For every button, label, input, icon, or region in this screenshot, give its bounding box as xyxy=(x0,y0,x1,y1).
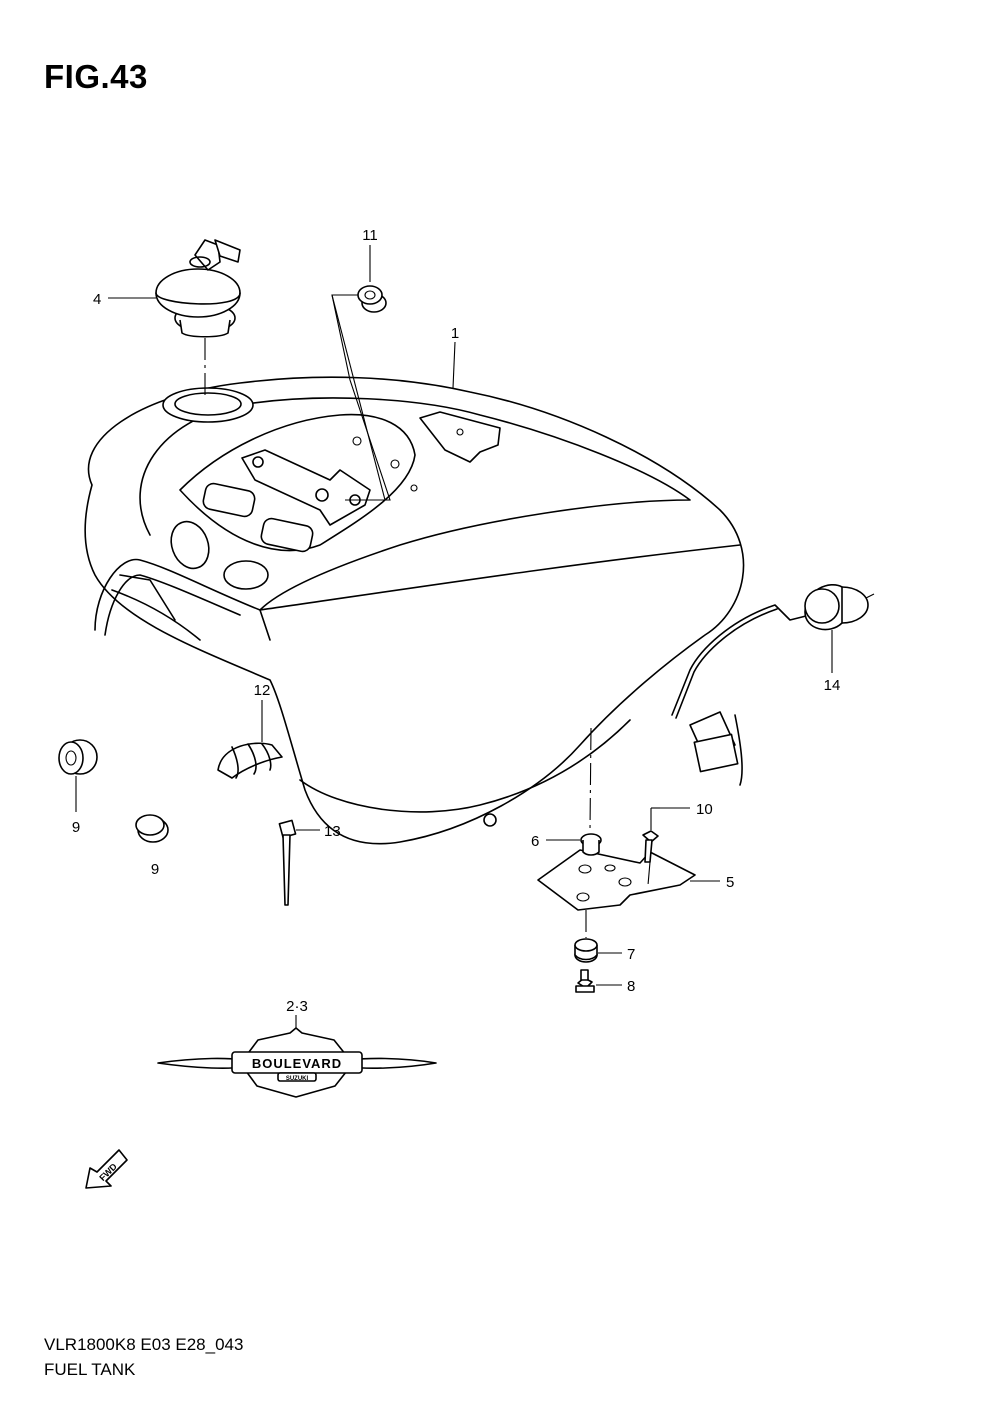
emblem-text: BOULEVARD xyxy=(252,1056,342,1071)
boulevard-emblem: BOULEVARD SUZUKI xyxy=(157,1027,437,1098)
drawing-code: VLR1800K8 E03 E28_043 xyxy=(44,1335,244,1354)
callout-1: 1 xyxy=(451,325,459,342)
leader-lines xyxy=(75,245,833,1028)
callout-9a: 9 xyxy=(72,819,80,836)
fuel-cap xyxy=(155,239,241,338)
drawing-name: FUEL TANK xyxy=(44,1360,136,1379)
tie-wrap-13 xyxy=(278,819,297,906)
forward-direction-arrow: FWD xyxy=(85,1149,128,1189)
callout-2-3: 2·3 xyxy=(286,998,308,1015)
fuel-tank xyxy=(84,376,745,845)
bolt-10 xyxy=(642,830,659,863)
callout-6: 6 xyxy=(531,833,539,850)
bracket-5 xyxy=(537,849,696,911)
callout-8: 8 xyxy=(627,978,635,995)
callout-4: 4 xyxy=(93,291,101,308)
bolt-6 xyxy=(580,833,602,856)
figure-title: FIG.43 xyxy=(44,58,148,95)
grommet-11 xyxy=(357,285,387,313)
emblem-subtext: SUZUKI xyxy=(286,1076,309,1082)
callout-12: 12 xyxy=(254,682,271,699)
callout-13: 13 xyxy=(324,823,341,840)
damper-9b xyxy=(135,814,169,843)
callout-5: 5 xyxy=(726,874,734,891)
callout-7: 7 xyxy=(627,946,635,963)
cushion-7 xyxy=(574,938,598,963)
damper-9a xyxy=(58,739,98,775)
fuel-pump-sender xyxy=(671,584,875,786)
bolt-8 xyxy=(575,969,595,993)
callout-9b: 9 xyxy=(151,861,159,878)
callout-14: 14 xyxy=(824,677,841,694)
callout-10: 10 xyxy=(696,801,713,818)
callout-11: 11 xyxy=(362,227,378,244)
cover-12 xyxy=(217,742,283,779)
